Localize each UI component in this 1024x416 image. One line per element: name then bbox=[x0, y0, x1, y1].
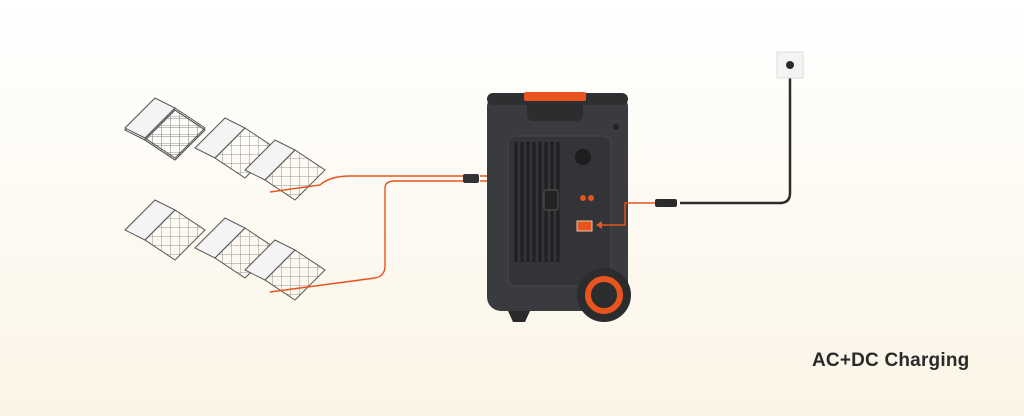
wall-outlet-icon bbox=[776, 51, 804, 79]
power-station-icon bbox=[487, 92, 631, 322]
solar-panel-group-top bbox=[124, 97, 326, 201]
solar-panel-group-bottom bbox=[124, 199, 326, 301]
diagram-caption: AC+DC Charging bbox=[812, 350, 970, 371]
ac-cable bbox=[596, 65, 792, 229]
dc-connector bbox=[463, 174, 479, 183]
